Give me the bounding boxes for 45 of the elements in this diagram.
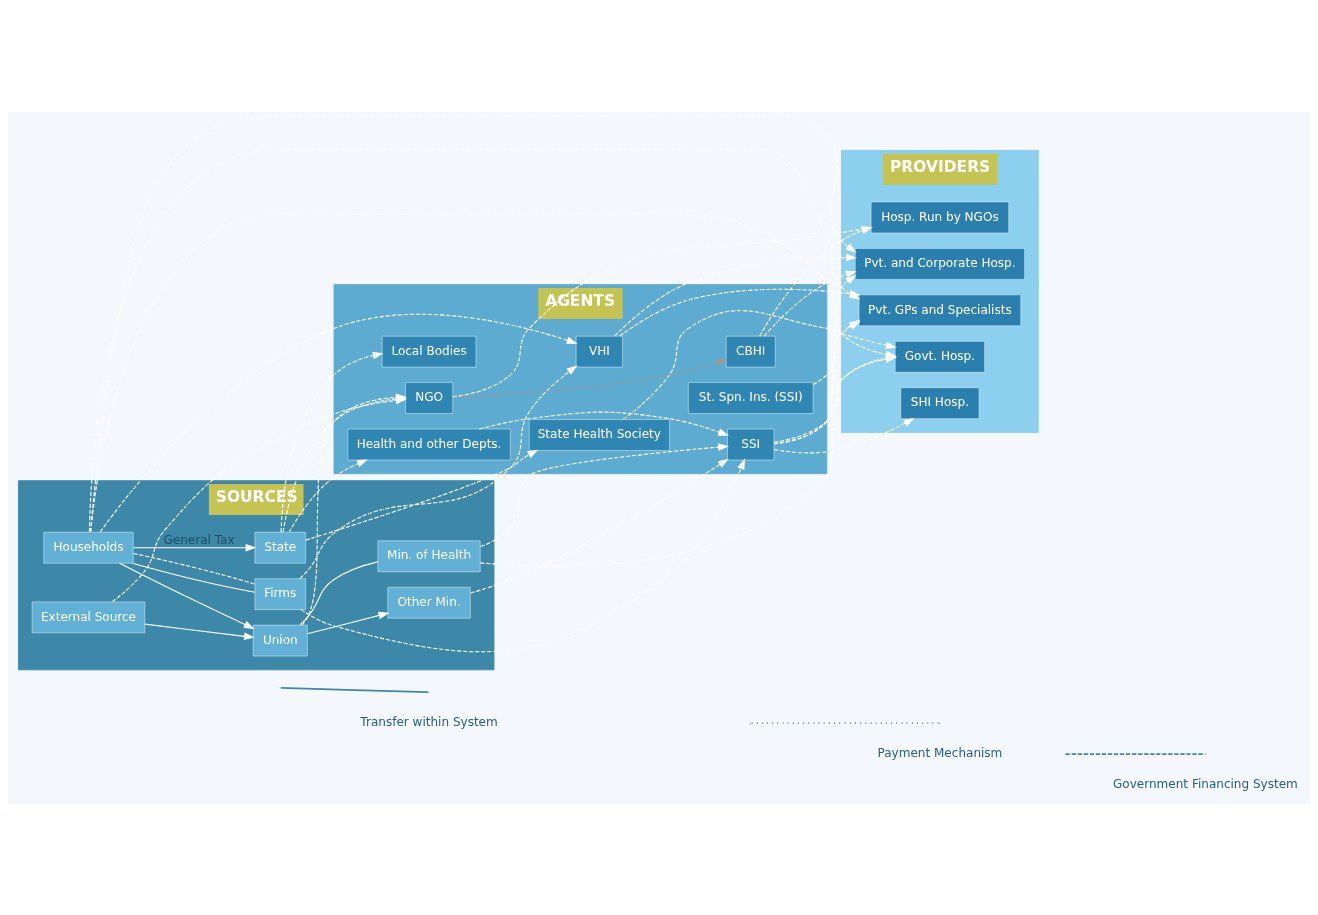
arrow: [300, 458, 745, 652]
node-box: State Health Society: [529, 418, 670, 451]
node-box: Pvt. and Corporate Hosp.: [855, 247, 1025, 280]
node-box: Firms: [254, 577, 306, 610]
node-box: SHI Hosp.: [900, 387, 980, 419]
arrow: [614, 253, 857, 337]
node-box: Hosp. Run by NGOs: [870, 201, 1009, 233]
node-box: CBHI: [726, 335, 776, 367]
legend-label: Payment Mechanism: [877, 745, 1003, 760]
node-box: Local Bodies: [381, 335, 477, 367]
arrow: [132, 543, 257, 551]
arrow: [99, 313, 578, 532]
arrow: [452, 358, 728, 398]
node-box: NGO: [405, 381, 453, 414]
arrow: [306, 611, 390, 634]
arrow: [288, 458, 368, 533]
connector: [132, 552, 256, 585]
node-box: Min. of Health: [377, 540, 481, 572]
node-box: Union: [252, 624, 308, 656]
arrow: [773, 417, 915, 453]
edge-label: General Tax: [163, 532, 235, 547]
node-box: Pvt. GPs and Specialists: [858, 294, 1021, 326]
node-box: Households: [43, 531, 134, 563]
arrow: [299, 364, 578, 579]
legend-label: Transfer within System: [360, 714, 498, 729]
arrow: [305, 449, 539, 541]
arrow: [478, 411, 730, 436]
connector: [299, 560, 379, 625]
node-box: Other Min.: [387, 586, 471, 618]
arrow: [280, 351, 384, 533]
connector: [131, 562, 256, 593]
node-box: External Source: [31, 601, 146, 633]
legend-label: Government Financing System: [1113, 776, 1298, 791]
node-box: SSI: [727, 428, 775, 460]
node-box: Govt. Hosp.: [895, 340, 985, 372]
arrow: [144, 623, 255, 640]
node-box: Health and other Depts.: [347, 428, 511, 460]
arrow: [470, 458, 729, 594]
node-box: State: [254, 531, 306, 563]
node-box: St. Spn. Ins. (SSI): [688, 381, 814, 414]
arrow: [763, 270, 857, 337]
node-box: VHI: [575, 335, 623, 367]
arrow: [480, 442, 730, 547]
arrow: [119, 562, 255, 629]
arrow: [773, 274, 857, 444]
